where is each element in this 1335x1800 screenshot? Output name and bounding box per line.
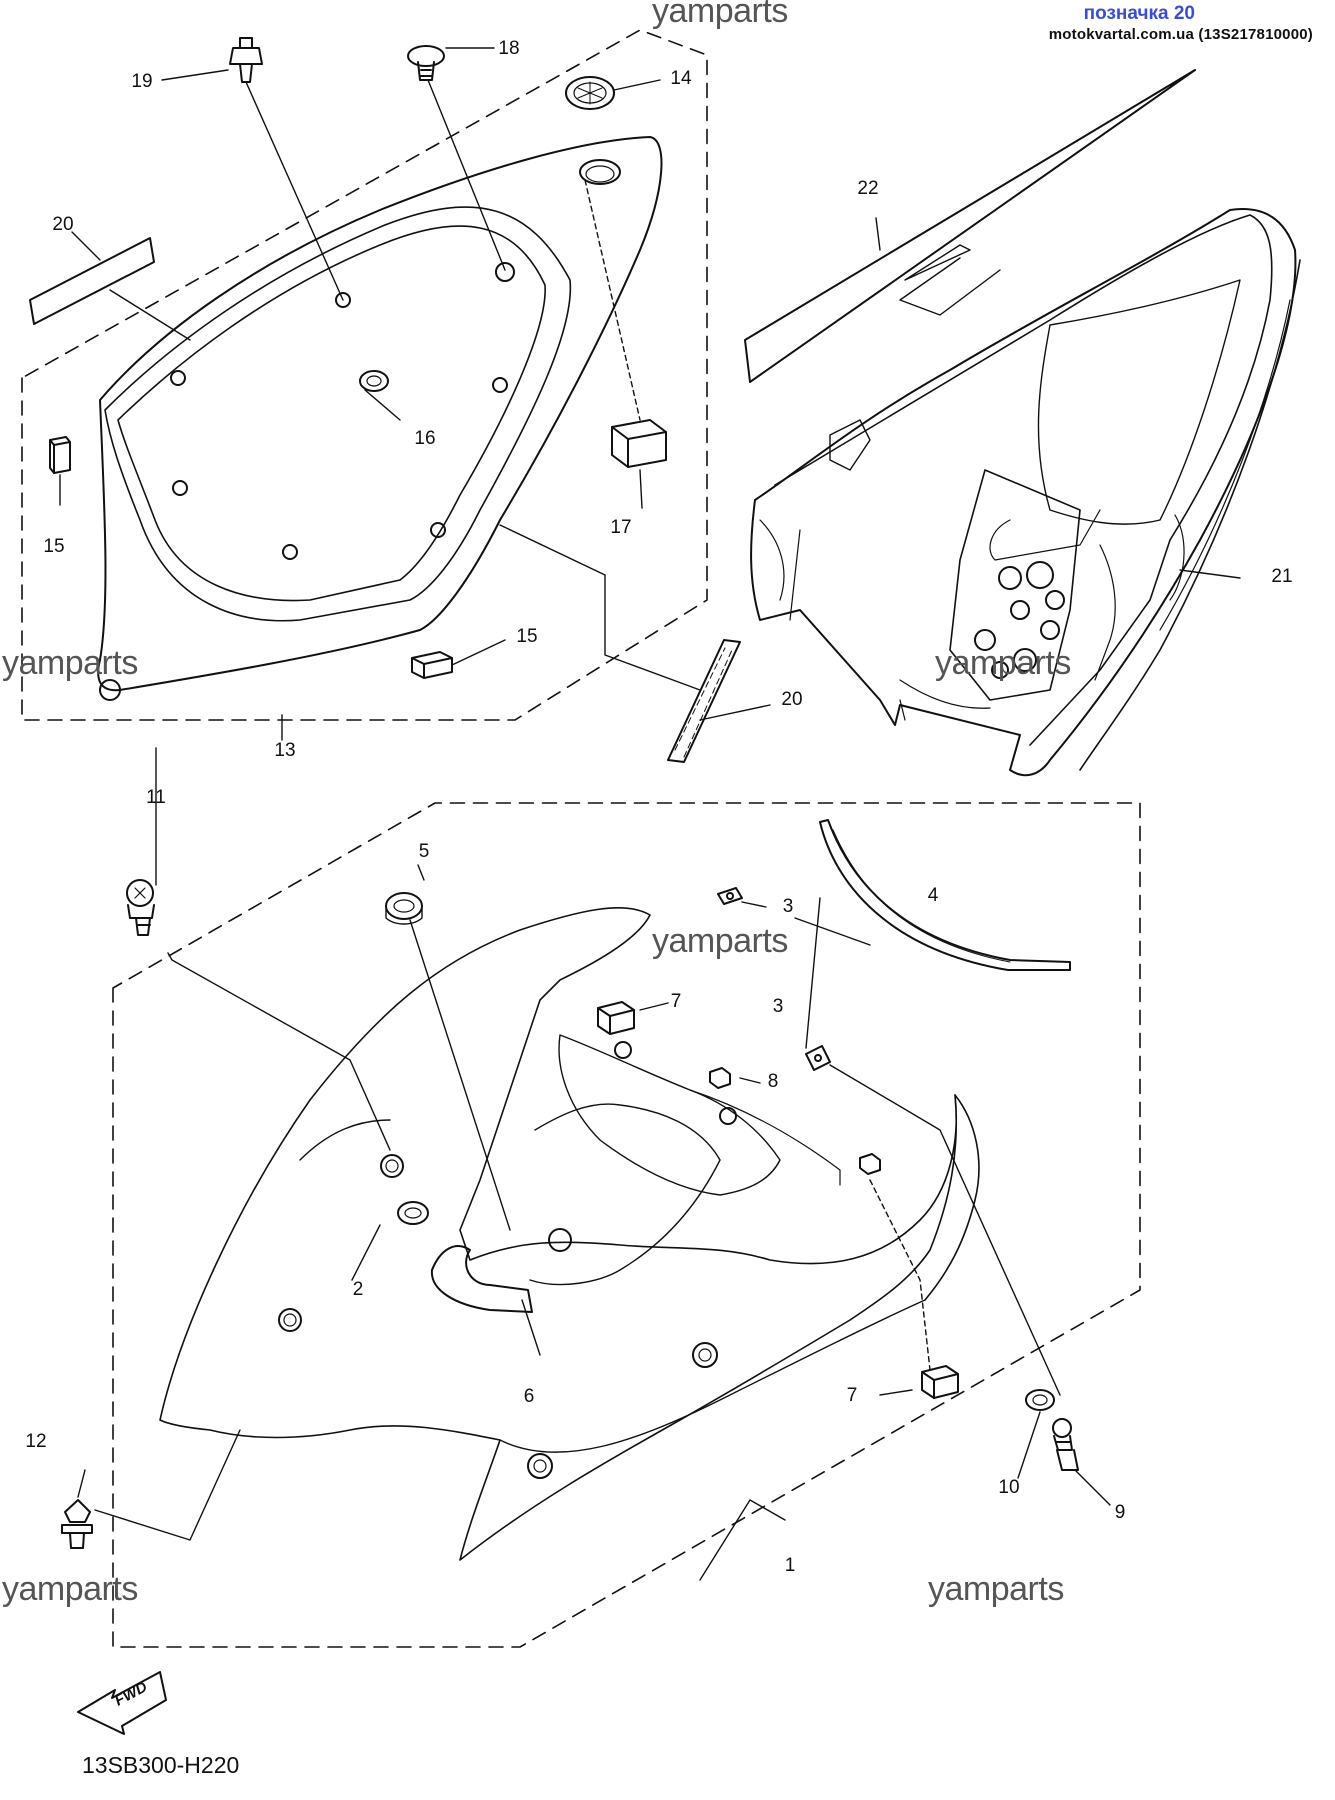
part-12-fastener [61, 1499, 93, 1549]
callout-11: 11 [146, 787, 166, 808]
part-16-grommet [359, 370, 389, 392]
part-15-damper-b [411, 651, 453, 679]
callout-18: 18 [498, 38, 520, 59]
part-19-fastener [229, 37, 263, 83]
callout-20-a: 20 [52, 214, 74, 235]
part-14-grommet [565, 76, 615, 110]
part-20-emblem-b [667, 639, 741, 763]
part-3-clip-a [717, 887, 743, 905]
callout-19: 19 [131, 71, 153, 92]
callout-15-a: 15 [43, 536, 65, 557]
callout-5: 5 [418, 841, 430, 862]
callout-4: 4 [927, 885, 939, 906]
part-18-screw [407, 45, 445, 81]
grommet-hole [579, 159, 621, 185]
part-20-emblem-a [29, 237, 155, 325]
watermark-1: yamparts [652, 0, 788, 30]
callout-16: 16 [414, 428, 436, 449]
part-17-damper [611, 419, 667, 468]
assembly-boundary-1 [112, 802, 1141, 1648]
part-8-damper-a [709, 1067, 731, 1089]
watermark-5: yamparts [2, 1570, 138, 1608]
part-22-graphic [744, 69, 1196, 383]
side-cover-13 [97, 136, 663, 692]
callout-15-b: 15 [516, 626, 538, 647]
part-6-seal [430, 1245, 533, 1313]
callout-12: 12 [25, 1431, 47, 1452]
part-7-damper-b [921, 1365, 959, 1399]
callout-7-a: 7 [670, 991, 682, 1012]
callout-14: 14 [670, 68, 692, 89]
part-1-side-cover [159, 906, 980, 1561]
watermark-6: yamparts [928, 1570, 1064, 1608]
callout-20-b: 20 [781, 689, 803, 710]
part-8-damper-b [859, 1153, 881, 1175]
callout-2: 2 [352, 1279, 364, 1300]
part-9-bolt [1052, 1418, 1079, 1471]
callout-1: 1 [784, 1555, 796, 1576]
watermark-2: yamparts [2, 644, 138, 682]
diagram-reference-title: позначка 20 [1083, 3, 1195, 24]
callout-6: 6 [523, 1386, 535, 1407]
part-3-clip-b [805, 1045, 831, 1071]
callout-17: 17 [610, 517, 632, 538]
callout-3-a: 3 [782, 896, 794, 917]
callout-9: 9 [1114, 1502, 1126, 1523]
part-5-grommet [385, 892, 423, 925]
grommet-hole-inner [585, 165, 615, 183]
callout-3-b: 3 [772, 996, 784, 1017]
part-2-grommet [397, 1201, 429, 1225]
part-21-tail-cover [750, 208, 1301, 777]
callout-7-b: 7 [846, 1385, 858, 1406]
callout-22: 22 [857, 178, 879, 199]
part-10-washer [1025, 1389, 1055, 1411]
part-7-damper-a [597, 1001, 635, 1035]
fwd-label: FWD [112, 1678, 150, 1709]
part-15-damper-a [49, 436, 71, 474]
diagram-code: 13SB300-H220 [82, 1752, 240, 1778]
callout-8: 8 [767, 1071, 779, 1092]
source-reference: motokvartal.com.ua (13S217810000) [1048, 26, 1313, 43]
callout-10: 10 [998, 1477, 1020, 1498]
watermark-3: yamparts [935, 644, 1071, 682]
part-11-bolt [126, 879, 155, 936]
part-4-seal [819, 819, 1071, 971]
fwd-arrow [77, 1671, 167, 1735]
watermark-4: yamparts [652, 922, 788, 960]
callout-13: 13 [274, 740, 296, 761]
callout-21: 21 [1271, 566, 1293, 587]
assembly-boundary-13 [21, 29, 708, 721]
